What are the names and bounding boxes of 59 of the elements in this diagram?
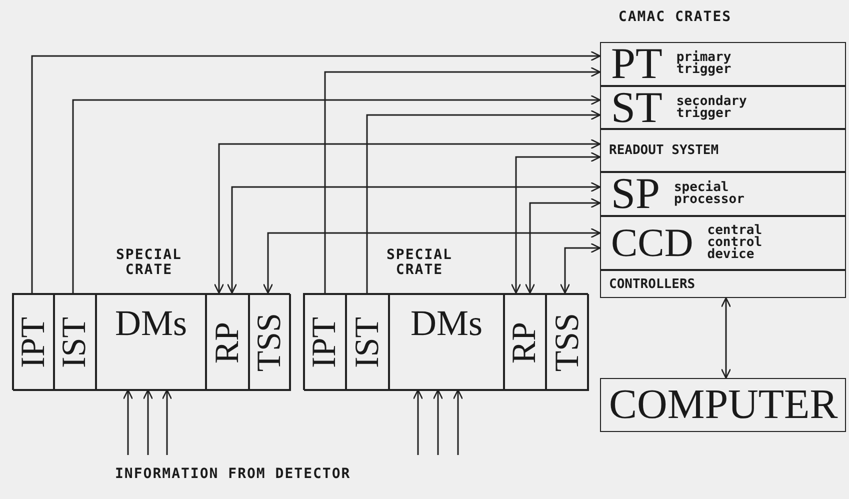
connector-arrow — [366, 110, 601, 293]
module-slot — [546, 294, 589, 391]
module-box — [600, 129, 846, 172]
module-box — [600, 216, 846, 270]
module-abbreviation: SP — [611, 172, 660, 216]
input-caption: INFORMATION FROM DETECTOR — [115, 466, 351, 482]
module-slot — [389, 294, 504, 391]
computer-box — [600, 378, 846, 432]
module-label: DMs — [410, 305, 483, 341]
module-slot — [206, 294, 249, 391]
connector-arrow — [324, 66, 601, 293]
crates-heading: CAMAC CRATES — [617, 10, 733, 26]
input-arrow — [162, 389, 172, 455]
input-arrow — [412, 389, 424, 455]
module-description: central control device — [707, 225, 764, 261]
input-arrow — [122, 389, 134, 455]
module-abbreviation: PT — [611, 42, 662, 86]
module-box — [600, 42, 846, 86]
module-slot — [13, 294, 54, 391]
module-slot — [346, 294, 389, 391]
module-box — [600, 86, 846, 129]
crate-heading: SPECIAL CRATE — [114, 248, 183, 279]
module-name: CONTROLLERS — [609, 276, 696, 292]
computer-label: COMPUTER — [609, 384, 838, 426]
connector-arrow — [510, 152, 601, 294]
module-label: TSS — [550, 313, 584, 372]
module-name: READOUT SYSTEM — [609, 143, 719, 158]
connector-arrow — [560, 242, 601, 294]
module-abbreviation: ST — [611, 86, 662, 130]
module-box — [600, 270, 846, 298]
module-label: IST — [58, 317, 92, 368]
module-description: primary trigger — [676, 52, 732, 76]
module-label: RP — [508, 322, 542, 364]
connector-arrow — [524, 198, 601, 294]
connector-arrow — [262, 228, 601, 294]
module-slot — [249, 294, 291, 391]
module-slot — [304, 294, 346, 391]
connector-arrow — [31, 50, 601, 293]
module-description: secondary trigger — [676, 96, 748, 120]
module-label: TSS — [253, 313, 287, 372]
module-slot — [504, 294, 546, 391]
module-label: IPT — [308, 317, 342, 368]
module-slot — [96, 294, 206, 391]
connector-arrow — [72, 94, 601, 293]
module-label: IPT — [16, 317, 50, 368]
connector-arrow — [720, 297, 732, 379]
module-slot — [54, 294, 96, 391]
module-label: IST — [350, 317, 384, 368]
module-description: special processor — [674, 182, 746, 206]
input-arrow — [432, 389, 444, 455]
module-abbreviation: CCD — [611, 223, 694, 263]
module-box — [600, 172, 846, 216]
input-arrow — [142, 389, 154, 455]
connector-arrow — [226, 182, 601, 294]
module-label: RP — [210, 322, 244, 364]
module-label: DMs — [114, 305, 188, 341]
crate-heading: SPECIAL CRATE — [385, 248, 454, 279]
input-arrow — [452, 389, 464, 455]
connector-arrow — [214, 138, 601, 294]
